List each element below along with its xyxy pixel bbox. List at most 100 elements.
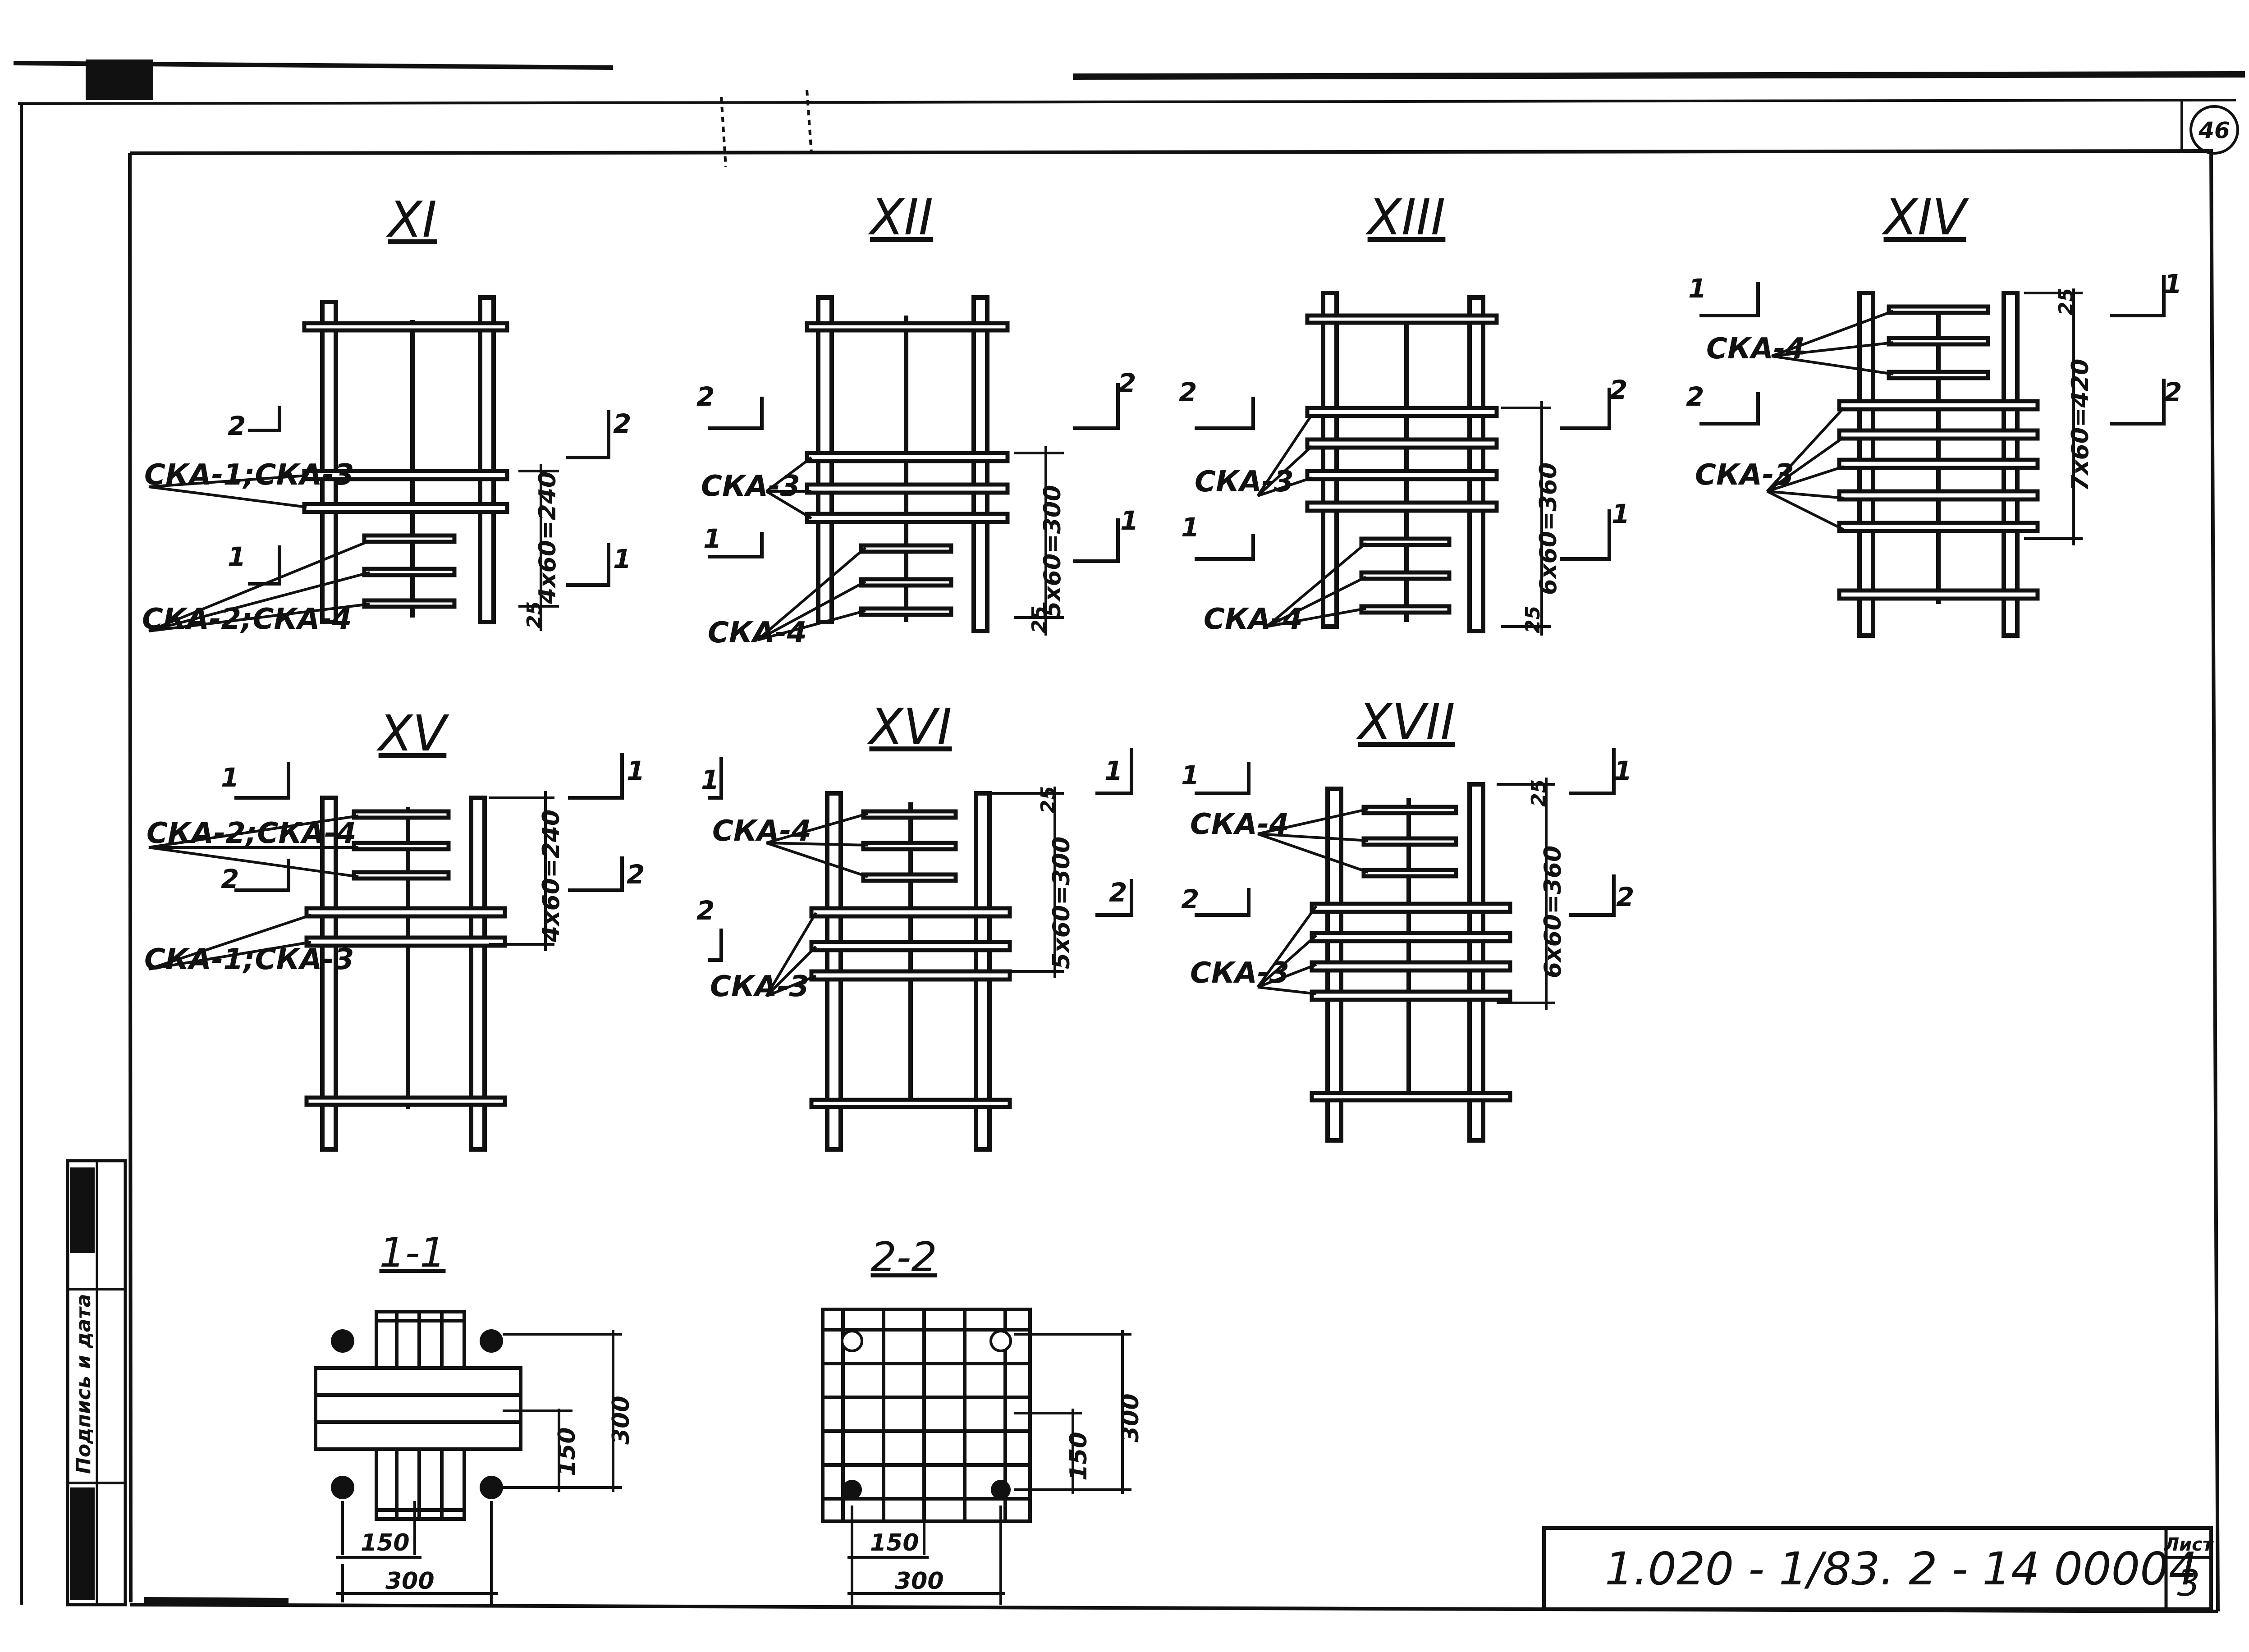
line-work bbox=[805, 321, 1010, 333]
rebar-section-mark bbox=[480, 1476, 503, 1499]
drawing-label: 1 bbox=[1120, 505, 1138, 536]
section-2-2: 2-2 150 300 150 300 bbox=[821, 1234, 1144, 1605]
view-title: XII bbox=[868, 188, 933, 246]
line-work bbox=[1837, 489, 2040, 502]
leader-label-upper: СКА-3 bbox=[1195, 465, 1294, 499]
line-work bbox=[478, 295, 496, 624]
section-1-1: 1-1 150 300 150 300 bbox=[314, 1229, 635, 1605]
line-work bbox=[1837, 588, 2040, 601]
line-work bbox=[859, 606, 953, 617]
drawing-label: 4x60=240 bbox=[534, 471, 561, 604]
line-work bbox=[1359, 536, 1452, 547]
drawing-label: 2 bbox=[221, 864, 239, 894]
line-work bbox=[1887, 336, 1990, 347]
line-work bbox=[86, 59, 153, 100]
drawing-label: 300 bbox=[385, 1568, 435, 1595]
leader-label-lower: СКА-1;СКА-3 bbox=[144, 943, 354, 976]
line-work bbox=[362, 598, 457, 609]
line-work bbox=[809, 940, 1012, 952]
line-work bbox=[1072, 71, 2245, 80]
line-work bbox=[352, 870, 451, 881]
line-work bbox=[765, 812, 868, 998]
drawing-label: 2 bbox=[1616, 882, 1634, 912]
leader-label-upper: СКА-4 bbox=[1706, 332, 1805, 366]
drawing-label: 150 bbox=[1065, 1432, 1092, 1481]
cut-marks bbox=[248, 406, 610, 587]
line-work bbox=[129, 149, 2209, 155]
leader-label-lower: СКА-3 bbox=[1695, 458, 1794, 492]
drawing-label: 25 bbox=[2055, 288, 2078, 316]
line-work bbox=[756, 456, 866, 641]
line-work bbox=[859, 543, 953, 554]
line-work bbox=[708, 383, 1120, 563]
line-work bbox=[1837, 521, 2040, 533]
sheet-label: Лист bbox=[2164, 1534, 2214, 1555]
line-work bbox=[861, 872, 958, 883]
line-work bbox=[352, 809, 451, 820]
drawing-label: 1 bbox=[627, 755, 645, 786]
drawing-label: 1 bbox=[228, 541, 246, 572]
line-work bbox=[1305, 437, 1499, 450]
line-work bbox=[847, 1330, 1131, 1605]
view-title: XI bbox=[386, 191, 437, 248]
line-work bbox=[805, 451, 1010, 463]
rebar-section-mark bbox=[989, 1330, 1012, 1352]
line-work bbox=[1310, 960, 1512, 973]
section-title: 1-1 bbox=[380, 1229, 446, 1277]
line-work bbox=[1305, 469, 1499, 481]
line-work bbox=[304, 906, 507, 919]
leader-label-lower: СКА-3 bbox=[710, 970, 809, 1003]
drawing-label: 2 bbox=[1181, 884, 1199, 915]
drawing-label: 2 bbox=[228, 411, 246, 441]
line-work bbox=[248, 406, 610, 587]
line-work bbox=[1256, 414, 1367, 628]
drawing-label: 6x60=360 bbox=[1539, 846, 1567, 978]
line-work bbox=[1361, 868, 1458, 879]
leader-label-lower: СКА-4 bbox=[708, 616, 807, 650]
drawing-label: 1 bbox=[703, 523, 721, 554]
drawing-label: 1 bbox=[1104, 755, 1122, 786]
drawing-label: 1 bbox=[613, 544, 631, 574]
line-work bbox=[1014, 446, 1064, 636]
line-work bbox=[2209, 148, 2220, 1612]
line-work bbox=[1837, 458, 2040, 470]
line-work bbox=[1310, 931, 1512, 943]
line-work bbox=[518, 464, 559, 631]
line-work bbox=[314, 1366, 522, 1451]
line-work bbox=[1497, 778, 1555, 1010]
rebar-section-mark bbox=[991, 1480, 1011, 1500]
view-title: XIV bbox=[1881, 188, 1969, 246]
drawing-label: 300 bbox=[1117, 1393, 1144, 1442]
line-work bbox=[1305, 313, 1499, 325]
drawing-label: 1 bbox=[1181, 760, 1199, 791]
drawing-designation: 1.020 - 1/83. 2 - 14 00004 bbox=[1605, 1542, 2198, 1595]
drawing-label: 300 bbox=[608, 1396, 635, 1445]
view-xvii: XVII 6x60=360 25 1 2 1 2 СКА-4 СКА-3 bbox=[1181, 693, 1634, 1143]
line-work bbox=[352, 841, 451, 851]
drawing-label: 46 bbox=[2198, 117, 2230, 143]
leader-label-upper: СКА-1;СКА-3 bbox=[144, 458, 354, 492]
drawing-label: 25 bbox=[1521, 606, 1544, 633]
drawing-label: 1 bbox=[1612, 499, 1630, 529]
line-work bbox=[148, 815, 359, 970]
view-title: XIII bbox=[1365, 188, 1446, 246]
line-work bbox=[1310, 1091, 1512, 1103]
drawing-group bbox=[320, 796, 487, 1152]
view-xvi: XVI 5x60=300 25 1 2 1 2 СКА-4 СКА-3 bbox=[696, 698, 1133, 1152]
leader-label-lower: СКА-4 bbox=[1204, 603, 1303, 636]
line-work bbox=[1359, 570, 1452, 581]
leader-label-upper: СКА-4 bbox=[712, 815, 811, 848]
drawing-label: 5x60=300 bbox=[1039, 485, 1066, 618]
drawing-group bbox=[1321, 291, 1485, 633]
line-work bbox=[1837, 399, 2040, 412]
line-work bbox=[234, 753, 624, 892]
line-work bbox=[144, 1597, 289, 1604]
line-work bbox=[1310, 902, 1512, 914]
line-work bbox=[971, 295, 989, 633]
drawing-label: 7x60=420 bbox=[2067, 359, 2094, 491]
line-work bbox=[861, 809, 958, 820]
drawing-label: 300 bbox=[895, 1568, 944, 1595]
line-work bbox=[320, 796, 338, 1152]
drawing-label: 150 bbox=[361, 1529, 410, 1556]
line-work bbox=[1305, 406, 1499, 418]
